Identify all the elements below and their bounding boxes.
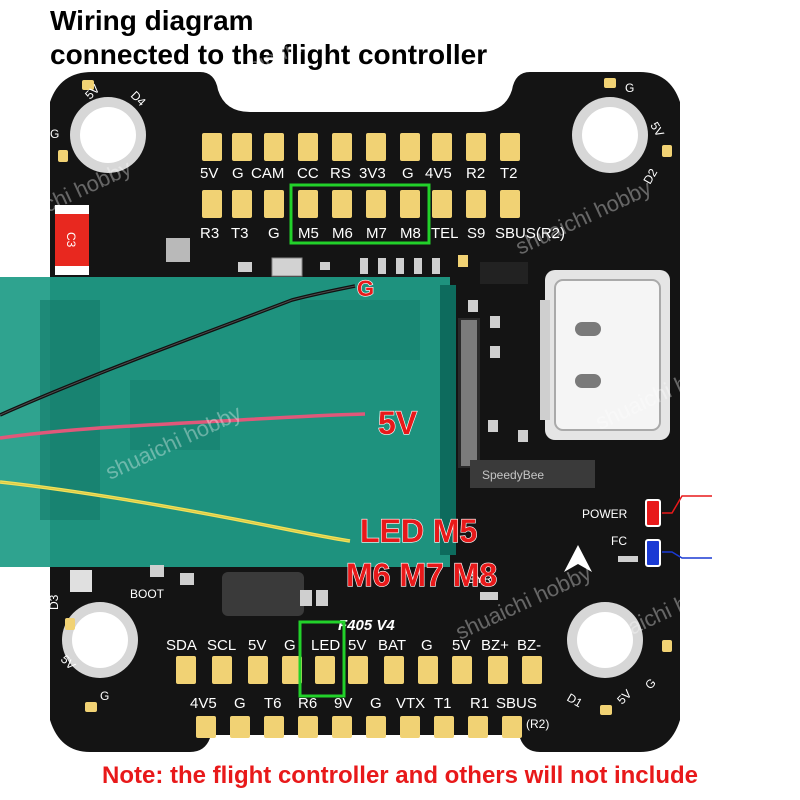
pad-label-g-b1: G — [284, 637, 296, 654]
pad-label-t3: T3 — [231, 225, 249, 242]
corner-label-tr-d2: D2 — [640, 166, 660, 187]
pad-label-g2: G — [402, 165, 414, 182]
title-line-2: connected to the flight controller — [50, 39, 488, 70]
pad-label-g-b4: G — [370, 695, 382, 712]
callout-led-line-2: M6 M7 M8 — [346, 557, 497, 593]
usb-chip-label: SpeedyBee — [482, 468, 544, 482]
corner-label-tr-5v: 5V — [647, 120, 666, 140]
pad-label-sbus: SBUS — [496, 695, 537, 712]
pad-label-5v-b3: 5V — [452, 637, 470, 654]
pad-label-m7: M7 — [366, 225, 387, 242]
pad-label-rs: RS — [330, 165, 351, 182]
board-model-label: F405 V4 — [338, 617, 395, 634]
pad-label-t1: T1 — [434, 695, 452, 712]
pad-label-sbus-suffix: (R2) — [526, 717, 549, 731]
top-pad-row-1 — [202, 133, 520, 161]
fc-led — [645, 539, 661, 567]
pad-label-r3: R3 — [200, 225, 219, 242]
fc-led-pointer — [662, 551, 712, 559]
pad-label-led: LED — [311, 637, 340, 654]
pad-label-cam: CAM — [251, 165, 284, 182]
corner-labels: 5V D4 G G 5V D2 D3 5V G D1 5V G — [47, 81, 667, 710]
pad-label-t6: T6 — [264, 695, 282, 712]
pad-label-m5: M5 — [298, 225, 319, 242]
bottom-pad-row-1 — [176, 656, 542, 684]
bottom-row2-labels: 4V5 G T6 R6 9V G VTX T1 R1 SBUS (R2) — [190, 695, 549, 731]
pad-label-5v-b2: 5V — [348, 637, 366, 654]
bottom-row1-labels: SDA SCL 5V G LED 5V BAT G 5V BZ+ BZ- — [166, 637, 541, 654]
callout-g: G — [357, 276, 374, 301]
title-line-1: Wiring diagram — [50, 5, 254, 36]
pad-label-g-b2: G — [421, 637, 433, 654]
pad-label-r1: R1 — [470, 695, 489, 712]
pad-label-5v: 5V — [200, 165, 218, 182]
pad-label-g-b3: G — [234, 695, 246, 712]
watermark-1: shuaichi hobby — [212, 10, 356, 95]
pad-label-s9: S9 — [467, 225, 485, 242]
pad-label-3v3: 3V3 — [359, 165, 386, 182]
pad-label-5v-b1: 5V — [248, 637, 266, 654]
gyro-label: GYR — [466, 572, 492, 586]
top-row2-labels: R3 T3 G M5 M6 M7 M8 TEL S9 SBUS(R2) — [200, 225, 565, 242]
motor-pads-highlight — [289, 183, 431, 245]
small-components-bottom: BOOT GYR F405 V4 — [70, 565, 498, 634]
c3-label: C3 — [64, 232, 78, 248]
pad-label-g: G — [232, 165, 244, 182]
wire-5v-red — [0, 412, 366, 440]
corner-pads — [58, 78, 672, 715]
pad-label-vtx: VTX — [396, 695, 425, 712]
usb-chip: SpeedyBee — [470, 460, 595, 488]
usb-c-port — [540, 270, 670, 440]
corner-label-bl-g: G — [100, 689, 109, 703]
disclaimer-note: Note: the flight controller and others w… — [101, 762, 698, 789]
power-led — [645, 499, 661, 527]
pad-label-m8: M8 — [400, 225, 421, 242]
corner-label-br-d1: D1 — [565, 690, 586, 710]
power-led-label: POWER — [582, 507, 628, 521]
callout-5v: 5V — [378, 405, 418, 441]
pad-label-sda: SDA — [166, 637, 197, 654]
power-led-pointer — [662, 495, 712, 514]
pad-label-bz-plus: BZ+ — [481, 637, 509, 654]
wires — [0, 284, 366, 543]
pad-label-t2: T2 — [500, 165, 518, 182]
pad-label-sbus-r2: SBUS(R2) — [495, 225, 565, 242]
top-row1-labels: 5V G CAM CC RS 3V3 G 4V5 R2 T2 — [200, 165, 518, 182]
boot-label: BOOT — [130, 587, 165, 601]
corner-label-bl-d3: D3 — [47, 594, 61, 610]
direction-arrow-icon — [564, 545, 592, 572]
pad-label-scl: SCL — [207, 637, 236, 654]
pad-label-m6: M6 — [332, 225, 353, 242]
capacitor-c3: C3 — [55, 205, 89, 275]
pad-label-tel: TEL — [431, 225, 459, 242]
top-pad-row-2 — [202, 190, 520, 218]
corner-label-tl-g: G — [50, 127, 59, 141]
status-leds: POWER FC — [564, 495, 712, 572]
pad-label-bz-minus: BZ- — [517, 637, 541, 654]
fc-led-label: FC — [611, 534, 627, 548]
pad-label-r6: R6 — [298, 695, 317, 712]
callouts: G 5V LED M5 M6 M7 M8 — [345, 275, 497, 593]
pad-label-4v5-b: 4V5 — [190, 695, 217, 712]
bottom-pad-row-2 — [196, 716, 522, 738]
mcu-pins — [458, 318, 480, 468]
pad-label-4v5: 4V5 — [425, 165, 452, 182]
diagram-title: Wiring diagram connected to the flight c… — [50, 4, 487, 72]
callout-led-line-1: LED M5 — [360, 513, 477, 549]
pad-label-9v: 9V — [334, 695, 352, 712]
corner-label-tr-g: G — [625, 81, 634, 95]
pad-label-g3: G — [268, 225, 280, 242]
small-components-top — [166, 238, 528, 442]
mounting-holes — [62, 97, 648, 678]
led-pad-highlight — [298, 620, 346, 698]
pad-label-bat: BAT — [378, 637, 406, 654]
pad-label-cc: CC — [297, 165, 319, 182]
pad-label-r2: R2 — [466, 165, 485, 182]
